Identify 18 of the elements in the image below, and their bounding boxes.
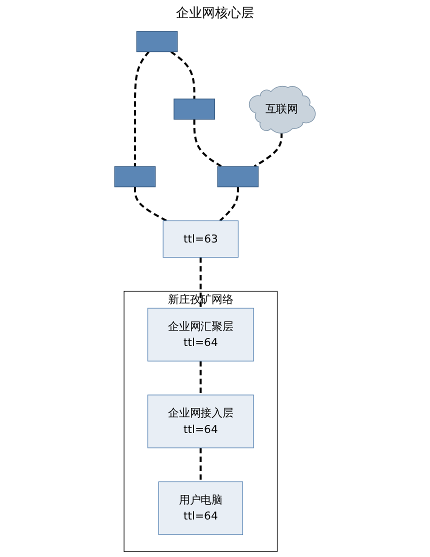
connector (170, 50, 196, 99)
connector (200, 361, 202, 395)
node-box: 企业网汇聚层 ttl=64 (147, 308, 254, 362)
connector (200, 448, 202, 482)
node-box (136, 31, 178, 52)
connector (219, 186, 239, 222)
node-box: 用户电脑 ttl=64 (158, 481, 244, 535)
connector (134, 51, 150, 167)
node-box (174, 98, 215, 120)
node-box (114, 166, 156, 188)
connector (193, 119, 222, 168)
connector (134, 186, 168, 222)
connector (254, 132, 283, 168)
connector (200, 257, 202, 308)
node-box (217, 166, 259, 188)
node-box: 企业网接入层 ttl=64 (147, 394, 254, 448)
layer-label: 企业网核心层 (176, 6, 254, 21)
node-box: ttl=63 (162, 220, 239, 258)
